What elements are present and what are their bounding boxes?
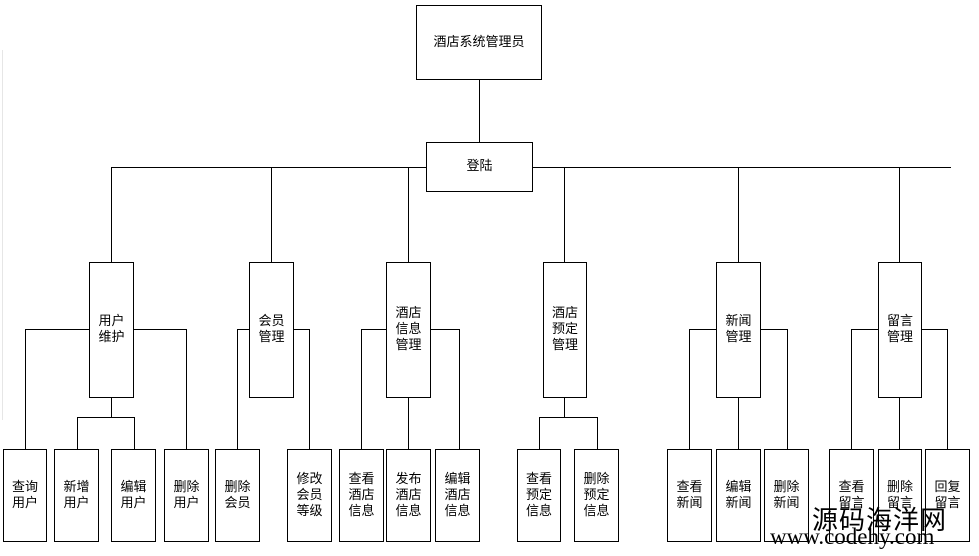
connector-line <box>899 167 900 263</box>
leaf-node: 删除 用户 <box>164 449 209 542</box>
leaf-label: 查看 留言 <box>838 479 865 511</box>
connector-line <box>564 398 565 418</box>
connector-line <box>25 329 26 450</box>
leaf-label: 查询 用户 <box>11 479 38 511</box>
leaf-label: 编辑 用户 <box>120 479 147 511</box>
connector-line <box>431 329 460 330</box>
connector-line <box>361 329 387 330</box>
connector-line <box>77 417 78 450</box>
leaf-node: 编辑 用户 <box>111 449 156 542</box>
leaf-node: 修改 会员 等级 <box>287 449 332 542</box>
leaf-node: 删除 预定 信息 <box>574 449 619 542</box>
leaf-label: 删除 用户 <box>173 479 200 511</box>
connector-line <box>25 329 90 330</box>
root-node: 酒店系统管理员 <box>416 5 542 80</box>
module-node-user: 用户 维护 <box>89 262 134 398</box>
login-label: 登陆 <box>466 159 493 174</box>
connector-line <box>459 329 460 450</box>
connector-line <box>539 417 540 450</box>
connector-line <box>922 329 948 330</box>
module-node-member: 会员 管理 <box>249 262 294 398</box>
connector-line <box>761 329 788 330</box>
connector-line <box>111 398 112 418</box>
connector-line <box>597 417 598 450</box>
connector-line <box>738 167 739 263</box>
leaf-node: 查询 用户 <box>3 449 47 542</box>
connector-line <box>899 398 900 450</box>
connector-line <box>237 329 238 450</box>
connector-line <box>294 329 310 330</box>
left-edge-line <box>2 50 3 420</box>
module-label: 会员 管理 <box>258 314 285 345</box>
module-label: 留言 管理 <box>886 314 913 345</box>
connector-line <box>271 167 272 263</box>
leaf-label: 编辑 酒店 信息 <box>444 471 471 519</box>
leaf-label: 删除 会员 <box>224 479 251 511</box>
module-label: 酒店 预定 管理 <box>551 306 578 353</box>
leaf-node: 查看 新闻 <box>667 449 712 542</box>
connector-line <box>689 329 717 330</box>
connector-line <box>738 398 739 450</box>
leaf-node: 删除 留言 <box>878 449 922 542</box>
leaf-node: 删除 新闻 <box>764 449 809 542</box>
leaf-label: 查看 预定 信息 <box>525 471 552 519</box>
connector-line <box>539 417 598 418</box>
connector-line <box>134 329 187 330</box>
login-node: 登陆 <box>426 142 533 192</box>
connector-line <box>533 167 951 168</box>
watermark-title: 源码海洋网 <box>812 506 948 535</box>
leaf-node: 发布 酒店 信息 <box>386 449 431 542</box>
leaf-node: 查看 酒店 信息 <box>339 449 384 542</box>
connector-line <box>408 398 409 450</box>
watermark-url: www.codehy.com <box>770 524 935 549</box>
leaf-node: 回复 留言 <box>925 449 970 542</box>
connector-line <box>947 329 948 450</box>
connector-line <box>851 329 879 330</box>
connector-line <box>408 167 409 263</box>
connector-line <box>134 417 135 450</box>
leaf-label: 发布 酒店 信息 <box>395 471 422 519</box>
connector-line <box>237 329 250 330</box>
leaf-node: 编辑 酒店 信息 <box>435 449 480 542</box>
leaf-label: 查看 酒店 信息 <box>348 471 375 519</box>
root-label: 酒店系统管理员 <box>433 34 525 50</box>
module-node-booking: 酒店 预定 管理 <box>543 262 587 398</box>
module-node-message: 留言 管理 <box>878 262 922 398</box>
connector-line <box>479 80 480 143</box>
connector-line <box>309 329 310 450</box>
leaf-label: 查看 新闻 <box>676 479 703 511</box>
leaf-node: 新增 用户 <box>54 449 99 542</box>
leaf-node: 查看 留言 <box>829 449 874 542</box>
connector-line <box>564 167 565 263</box>
leaf-label: 编辑 新闻 <box>725 479 752 511</box>
module-node-hotel-info: 酒店 信息 管理 <box>386 262 431 398</box>
connector-line <box>689 329 690 450</box>
leaf-label: 删除 新闻 <box>773 479 800 511</box>
module-label: 新闻 管理 <box>725 314 752 345</box>
leaf-label: 回复 留言 <box>934 479 961 511</box>
connector-line <box>111 167 112 263</box>
leaf-node: 查看 预定 信息 <box>517 449 561 542</box>
module-node-news: 新闻 管理 <box>716 262 761 398</box>
leaf-label: 新增 用户 <box>63 479 90 511</box>
leaf-node: 编辑 新闻 <box>716 449 761 542</box>
module-label: 用户 维护 <box>98 314 125 345</box>
leaf-label: 修改 会员 等级 <box>296 471 323 519</box>
connector-line <box>111 167 427 168</box>
connector-line <box>851 329 852 450</box>
connector-line <box>77 417 135 418</box>
connector-line <box>361 329 362 450</box>
connector-line <box>787 329 788 450</box>
module-label: 酒店 信息 管理 <box>395 306 422 353</box>
leaf-node: 删除 会员 <box>215 449 260 542</box>
connector-line <box>186 329 187 450</box>
leaf-label: 删除 留言 <box>886 479 913 511</box>
leaf-label: 删除 预定 信息 <box>583 471 610 519</box>
